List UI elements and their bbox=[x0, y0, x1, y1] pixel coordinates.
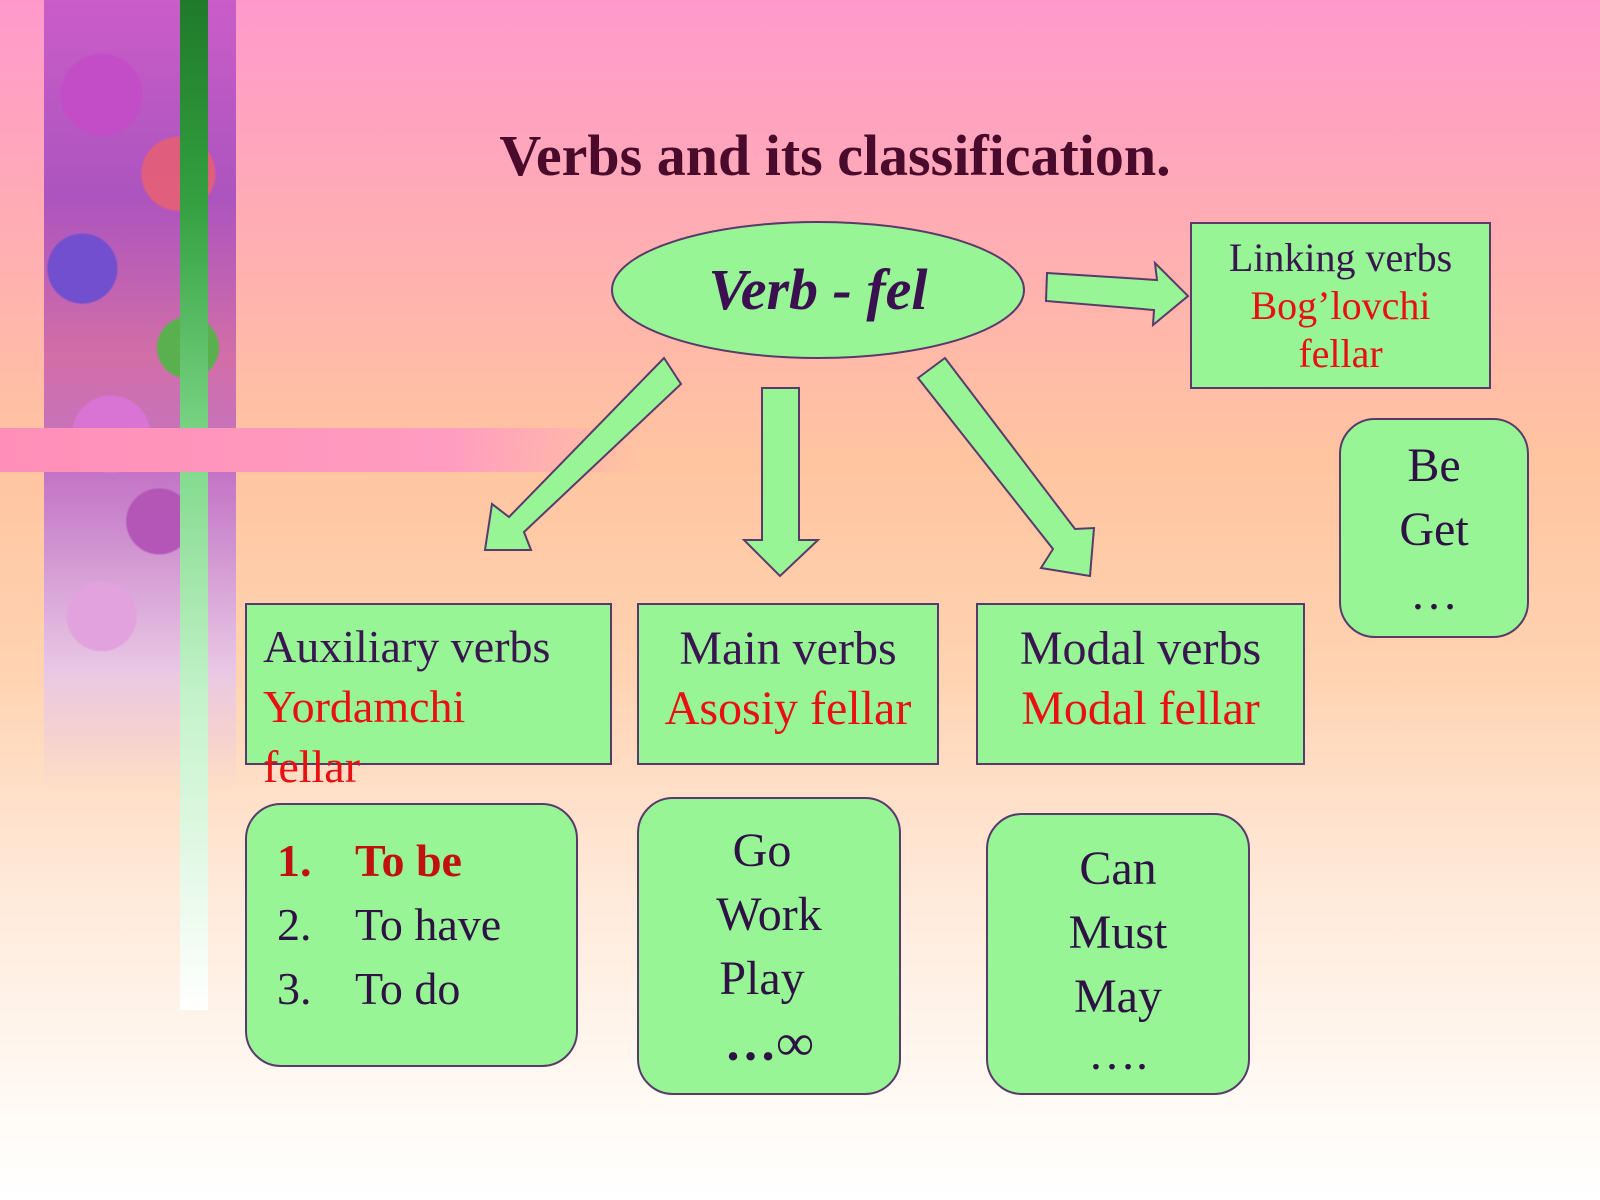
root-label: Verb - fel bbox=[708, 257, 928, 322]
arrow-right-to-linking bbox=[1044, 260, 1190, 328]
linking-verbs-label: Linking verbs bbox=[1228, 235, 1453, 280]
list-item: 1. To be bbox=[277, 835, 462, 886]
modal-verbs-box: Modal verbs Modal fellar bbox=[976, 603, 1305, 765]
main-verbs-translation: Asosiy fellar bbox=[664, 682, 912, 735]
list-item: 2. To have bbox=[277, 899, 502, 950]
auxiliary-examples-list: 1. To be 2. To have 3. To do bbox=[277, 829, 576, 1021]
modal-example: May bbox=[1074, 970, 1162, 1023]
arrow-down-left-to-auxiliary bbox=[483, 356, 683, 551]
decorative-green-bar bbox=[180, 0, 208, 1010]
modal-more: …. bbox=[1088, 1027, 1148, 1080]
modal-example: Can bbox=[1079, 842, 1157, 895]
main-verbs-box: Main verbs Asosiy fellar bbox=[637, 603, 939, 765]
arrow-down-to-main bbox=[741, 387, 821, 578]
modal-verbs-translation: Modal fellar bbox=[1021, 682, 1260, 735]
main-example: Work bbox=[716, 888, 822, 941]
auxiliary-verbs-translation-2: fellar bbox=[263, 741, 361, 792]
modal-examples-box: Can Must May …. bbox=[986, 813, 1250, 1095]
list-item: 3. To do bbox=[277, 963, 461, 1014]
linking-example: Be bbox=[1407, 439, 1461, 492]
main-example: Play bbox=[719, 952, 805, 1005]
slide-title: Verbs and its classification. bbox=[499, 123, 1171, 188]
main-verbs-label: Main verbs bbox=[679, 622, 897, 675]
modal-example: Must bbox=[1068, 906, 1168, 959]
auxiliary-verbs-label: Auxiliary verbs bbox=[263, 621, 551, 672]
linking-verbs-translation-1: Bog’lovchi bbox=[1250, 283, 1431, 328]
auxiliary-examples-box: 1. To be 2. To have 3. To do bbox=[245, 803, 578, 1067]
main-example: Go bbox=[732, 824, 792, 877]
auxiliary-verbs-translation-1: Yordamchi bbox=[263, 681, 466, 732]
main-more: …∞ bbox=[724, 1015, 814, 1072]
linking-verbs-box: Linking verbs Bog’lovchi fellar bbox=[1190, 222, 1491, 389]
decorative-pink-band bbox=[0, 428, 640, 472]
arrow-down-right-to-modal bbox=[916, 356, 1096, 578]
auxiliary-verbs-box: Auxiliary verbs Yordamchi fellar bbox=[245, 603, 612, 792]
linking-example: … bbox=[1410, 567, 1458, 620]
linking-examples-box: Be Get … bbox=[1339, 418, 1529, 638]
main-examples-box: Go Work Play …∞ bbox=[637, 797, 901, 1095]
linking-example: Get bbox=[1399, 503, 1469, 556]
root-ellipse bbox=[611, 221, 1025, 359]
linking-verbs-translation-2: fellar bbox=[1298, 331, 1383, 376]
modal-verbs-label: Modal verbs bbox=[1019, 622, 1262, 675]
